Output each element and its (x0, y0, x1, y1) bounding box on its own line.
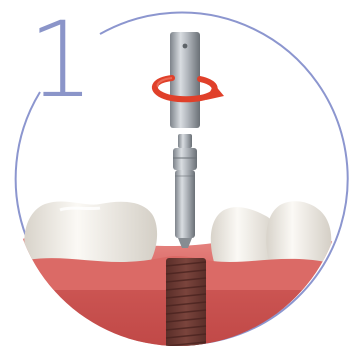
implant-abutment (173, 134, 197, 248)
tooth-far-right (266, 201, 331, 267)
driver-tool (170, 32, 200, 128)
implant-site (166, 258, 206, 357)
